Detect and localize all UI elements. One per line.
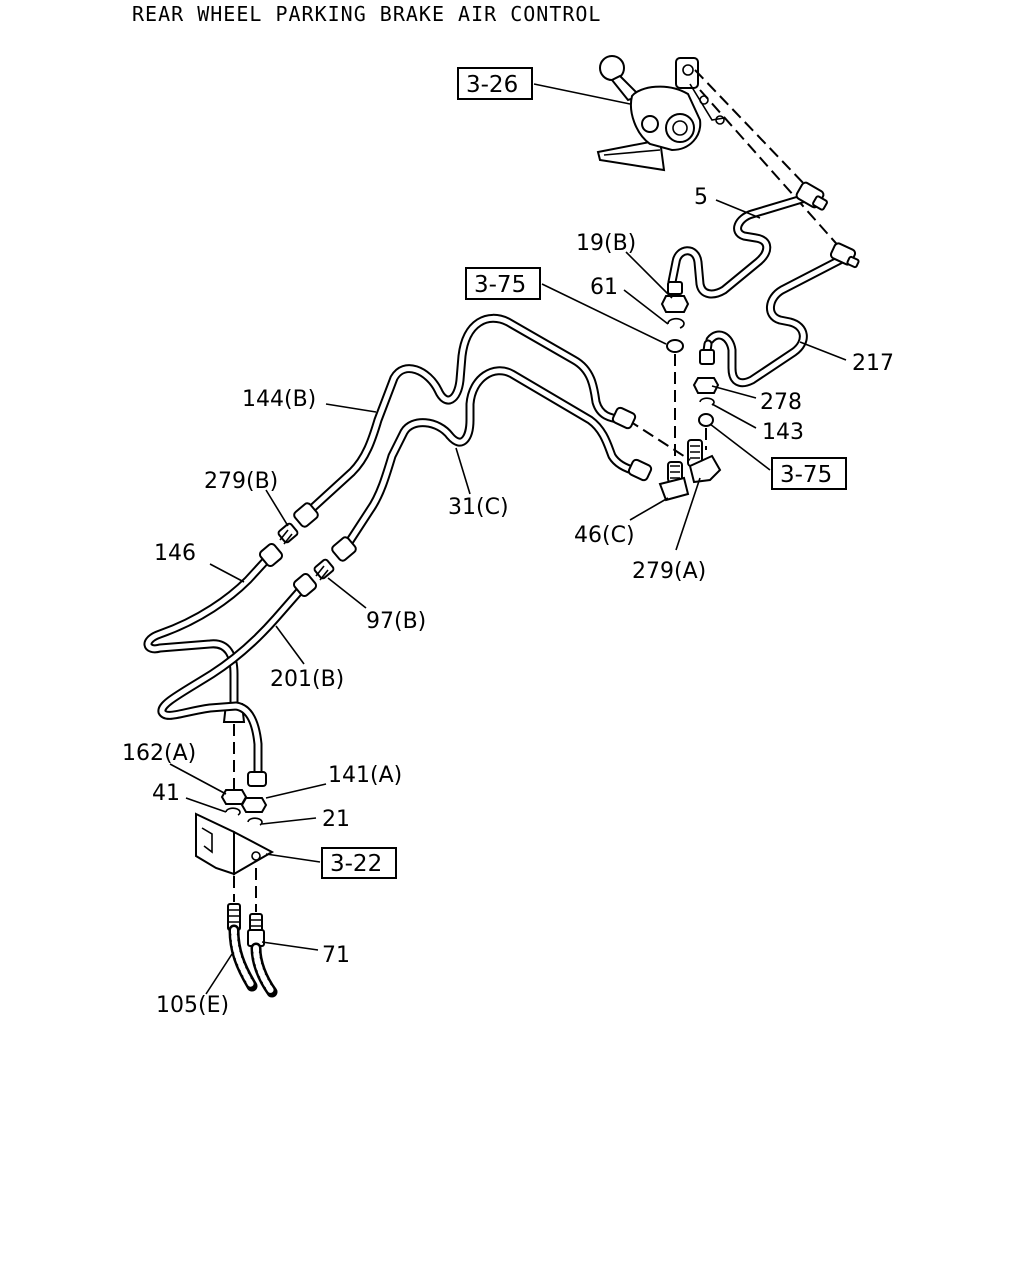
label-144b: 144(B) (242, 387, 316, 412)
tee-fitting-279a (658, 439, 722, 502)
hose-71 (247, 913, 278, 998)
label-21: 21 (322, 807, 350, 832)
label-279a: 279(A) (632, 559, 706, 584)
label-5: 5 (694, 185, 708, 210)
diagram-title: REAR WHEEL PARKING BRAKE AIR CONTROL (132, 2, 602, 26)
ref-3-22: 3-22 (330, 851, 382, 877)
pipe-31c (331, 366, 653, 562)
label-46c: 46(C) (574, 523, 635, 548)
guide-line (694, 69, 809, 189)
label-31c: 31(C) (448, 495, 509, 520)
fitting-278-stack (692, 349, 720, 427)
ref-box-3-75-lower (771, 457, 847, 490)
label-279b: 279(B) (204, 469, 278, 494)
label-41: 41 (152, 781, 180, 806)
parking-brake-valve (596, 55, 725, 172)
label-162a: 162(A) (122, 741, 196, 766)
label-143: 143 (762, 420, 804, 445)
bracket (195, 812, 275, 876)
ref-3-26: 3-26 (466, 72, 518, 98)
label-19b: 19(B) (576, 231, 636, 256)
label-141a: 141(A) (328, 763, 402, 788)
label-97b: 97(B) (366, 609, 426, 634)
ref-box-3-75-upper (465, 267, 541, 300)
fitting-97b (313, 558, 335, 581)
ref-box-3-22 (321, 847, 397, 879)
fitting-141a-stack (240, 797, 268, 826)
ref-3-75-lower: 3-75 (780, 462, 832, 488)
label-278: 278 (760, 390, 802, 415)
hose-105e (227, 903, 258, 992)
guide-line (699, 89, 843, 251)
label-71: 71 (322, 943, 350, 968)
pipe-217 (701, 242, 860, 388)
label-201b: 201(B) (270, 667, 344, 692)
ref-3-75-upper: 3-75 (474, 272, 526, 298)
pipe-201b (157, 572, 318, 787)
fitting-279b (277, 522, 299, 545)
leader-lines (169, 83, 847, 995)
ref-box-3-26 (457, 67, 533, 100)
guide-line (627, 419, 691, 461)
fitting-19b-stack (660, 281, 690, 353)
label-105e: 105(E) (156, 993, 229, 1018)
pipe-144b (293, 313, 637, 528)
label-146: 146 (154, 541, 196, 566)
pipe-5 (667, 181, 828, 299)
label-61: 61 (590, 275, 618, 300)
label-217: 217 (852, 351, 894, 376)
